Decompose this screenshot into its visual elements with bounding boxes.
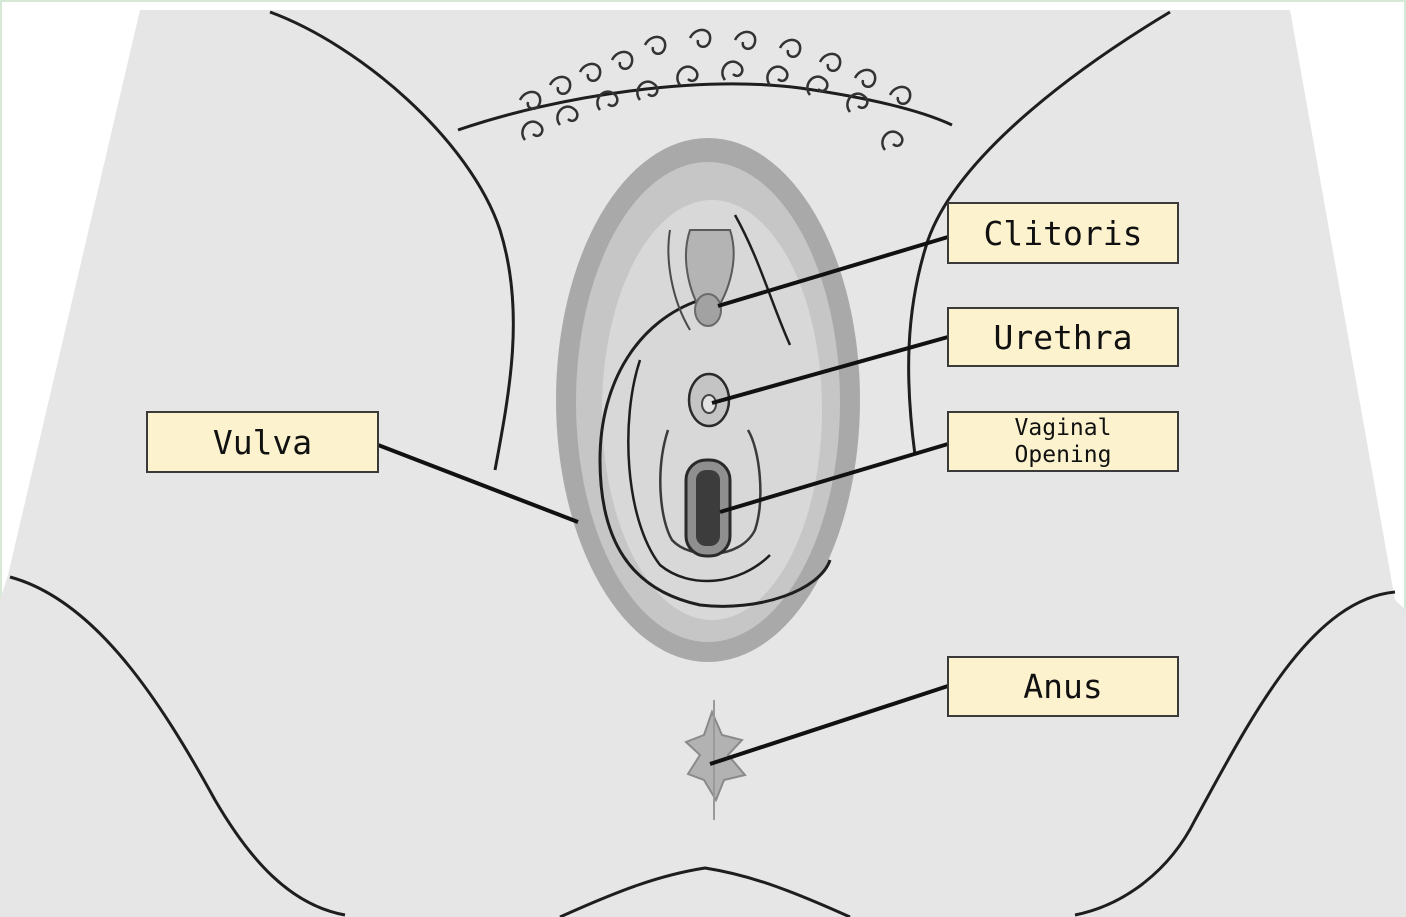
label-vulva: Vulva bbox=[146, 411, 379, 473]
label-vaginal-opening-line1: Vaginal bbox=[1015, 415, 1112, 441]
label-vaginal-opening-line2: Opening bbox=[1015, 442, 1112, 468]
label-vulva-text: Vulva bbox=[213, 423, 312, 462]
label-clitoris-text: Clitoris bbox=[984, 214, 1143, 253]
label-anus-text: Anus bbox=[1023, 667, 1102, 706]
label-anus: Anus bbox=[947, 656, 1179, 717]
label-clitoris: Clitoris bbox=[947, 202, 1179, 264]
label-vaginal-opening: Vaginal Opening bbox=[947, 411, 1179, 472]
label-urethra: Urethra bbox=[947, 307, 1179, 367]
vaginal-canal bbox=[696, 470, 720, 546]
clitoris-glans bbox=[695, 294, 721, 326]
label-urethra-text: Urethra bbox=[993, 318, 1132, 357]
